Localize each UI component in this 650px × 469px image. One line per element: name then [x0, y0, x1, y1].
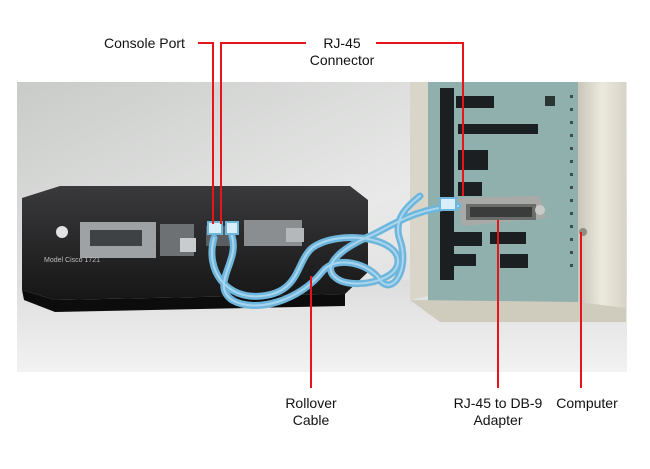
callout-rj45-connector-pc — [376, 42, 464, 196]
callout-console-port — [198, 42, 214, 224]
label-rj45-line2: Connector — [309, 52, 375, 68]
router-model-text: Model Cisco 1721 — [44, 257, 100, 264]
label-adapter-line1: RJ-45 to DB-9 — [453, 395, 543, 411]
label-rollover-line2: Cable — [292, 412, 330, 428]
label-rollover-cable: Rollover Cable — [271, 395, 351, 429]
label-console-port: Console Port — [104, 35, 185, 51]
label-adapter-line2: Adapter — [473, 412, 523, 428]
db9-adapter — [458, 196, 546, 226]
label-rollover-line1: Rollover — [285, 395, 337, 411]
router: Model Cisco 1721 — [22, 186, 368, 312]
label-adapter: RJ-45 to DB-9 Adapter — [438, 395, 558, 429]
label-computer: Computer — [556, 395, 618, 411]
callout-rj45-connector-router — [220, 42, 306, 224]
computer-case — [410, 82, 626, 322]
label-rj45-line1: RJ-45 — [323, 35, 361, 51]
rollover-cable — [207, 192, 462, 309]
callout-lines — [198, 42, 582, 388]
label-rj45-connector: RJ-45 Connector — [306, 35, 378, 69]
